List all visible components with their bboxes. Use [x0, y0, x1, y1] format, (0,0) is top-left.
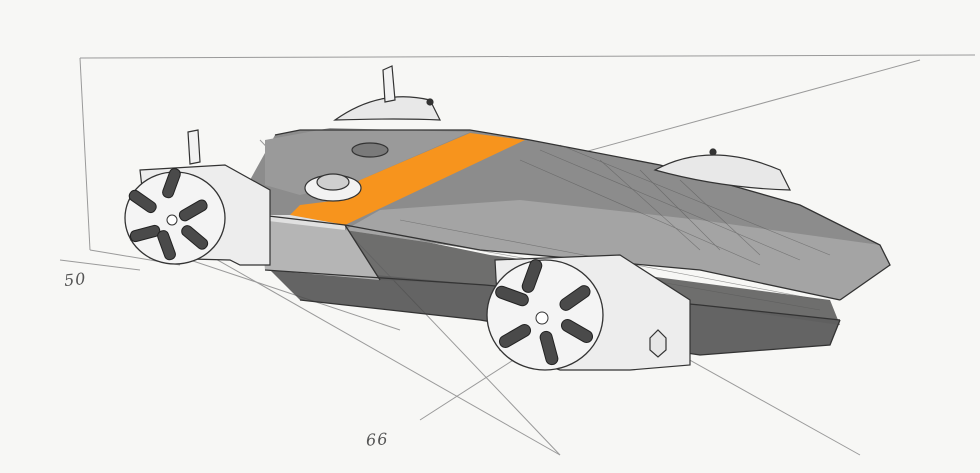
front-dome — [653, 154, 791, 191]
rear-dome — [333, 96, 441, 121]
rear-side — [260, 215, 345, 230]
orange-stripe — [290, 133, 525, 225]
rear-wheel — [124, 164, 271, 266]
dimension-annotation-left: 50 — [63, 268, 88, 291]
rear-hatch — [351, 142, 389, 158]
front-ramp — [345, 200, 890, 300]
dimension-annotation-bottom: 66 — [365, 429, 389, 450]
side-panel — [260, 215, 380, 280]
domes — [304, 96, 791, 202]
hex-bolt — [649, 329, 667, 358]
front-wheel — [486, 254, 691, 371]
antennas — [187, 65, 396, 165]
